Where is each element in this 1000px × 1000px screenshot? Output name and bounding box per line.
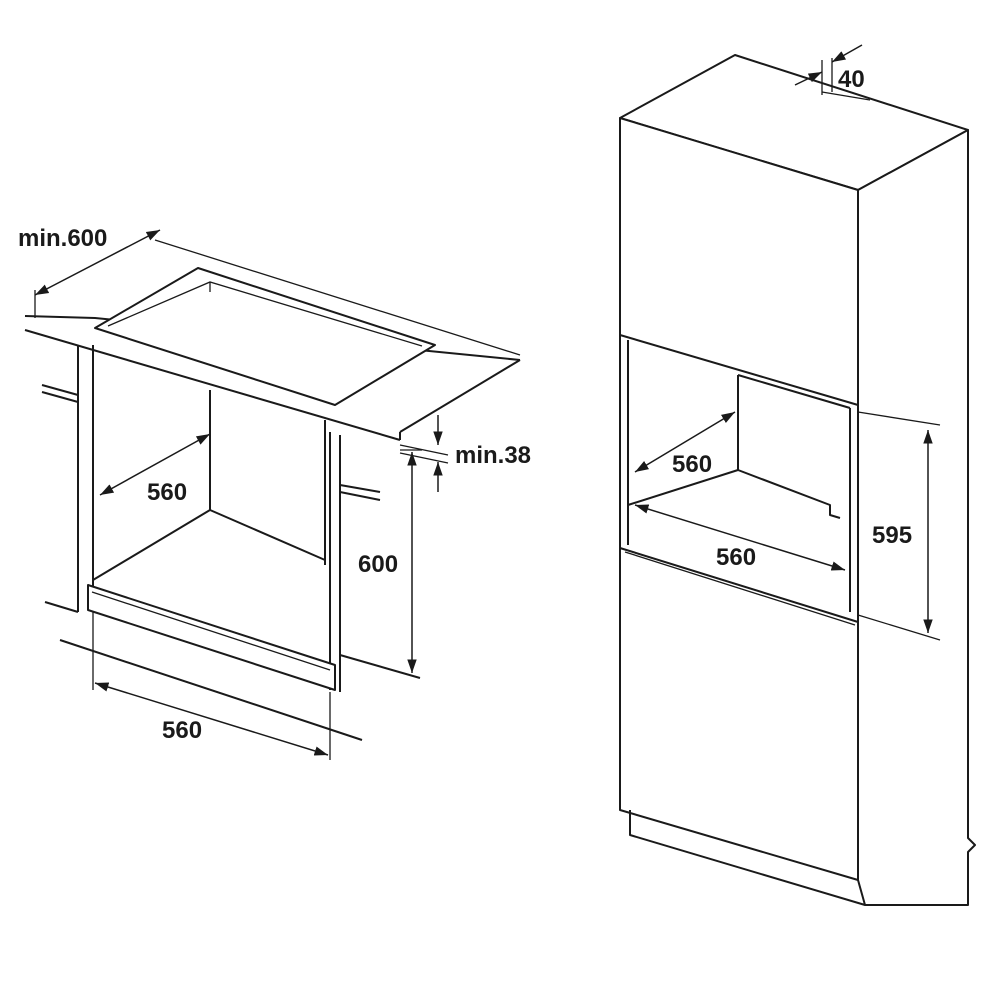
dim-cavity-depth: 560 <box>147 479 187 506</box>
countertop <box>24 267 521 441</box>
dim-cavity-height: 600 <box>358 551 398 578</box>
dim-cavity-width: 560 <box>162 717 202 744</box>
upper-door <box>619 117 859 406</box>
tall-cabinet-installation: 40 560 560 595 <box>619 44 976 906</box>
dim-niche-width: 560 <box>716 544 756 571</box>
under-counter-installation: min.600 min.38 560 600 560 <box>18 225 531 760</box>
dimension-lines-right <box>634 44 941 641</box>
cabinet <box>41 345 421 741</box>
countertop-cutout <box>94 267 436 406</box>
dim-countertop-thickness: min.38 <box>455 442 531 469</box>
cabinet-side <box>857 129 976 906</box>
dim-niche-height: 595 <box>872 522 912 549</box>
oven-niche <box>619 335 851 612</box>
plinth <box>629 810 866 906</box>
dim-countertop-depth: min.600 <box>18 225 107 252</box>
dimension-lines <box>34 229 521 760</box>
dim-niche-depth: 560 <box>672 451 712 478</box>
dim-rear-gap: 40 <box>838 66 865 93</box>
lower-door <box>619 547 859 881</box>
drawer-front <box>87 584 336 691</box>
